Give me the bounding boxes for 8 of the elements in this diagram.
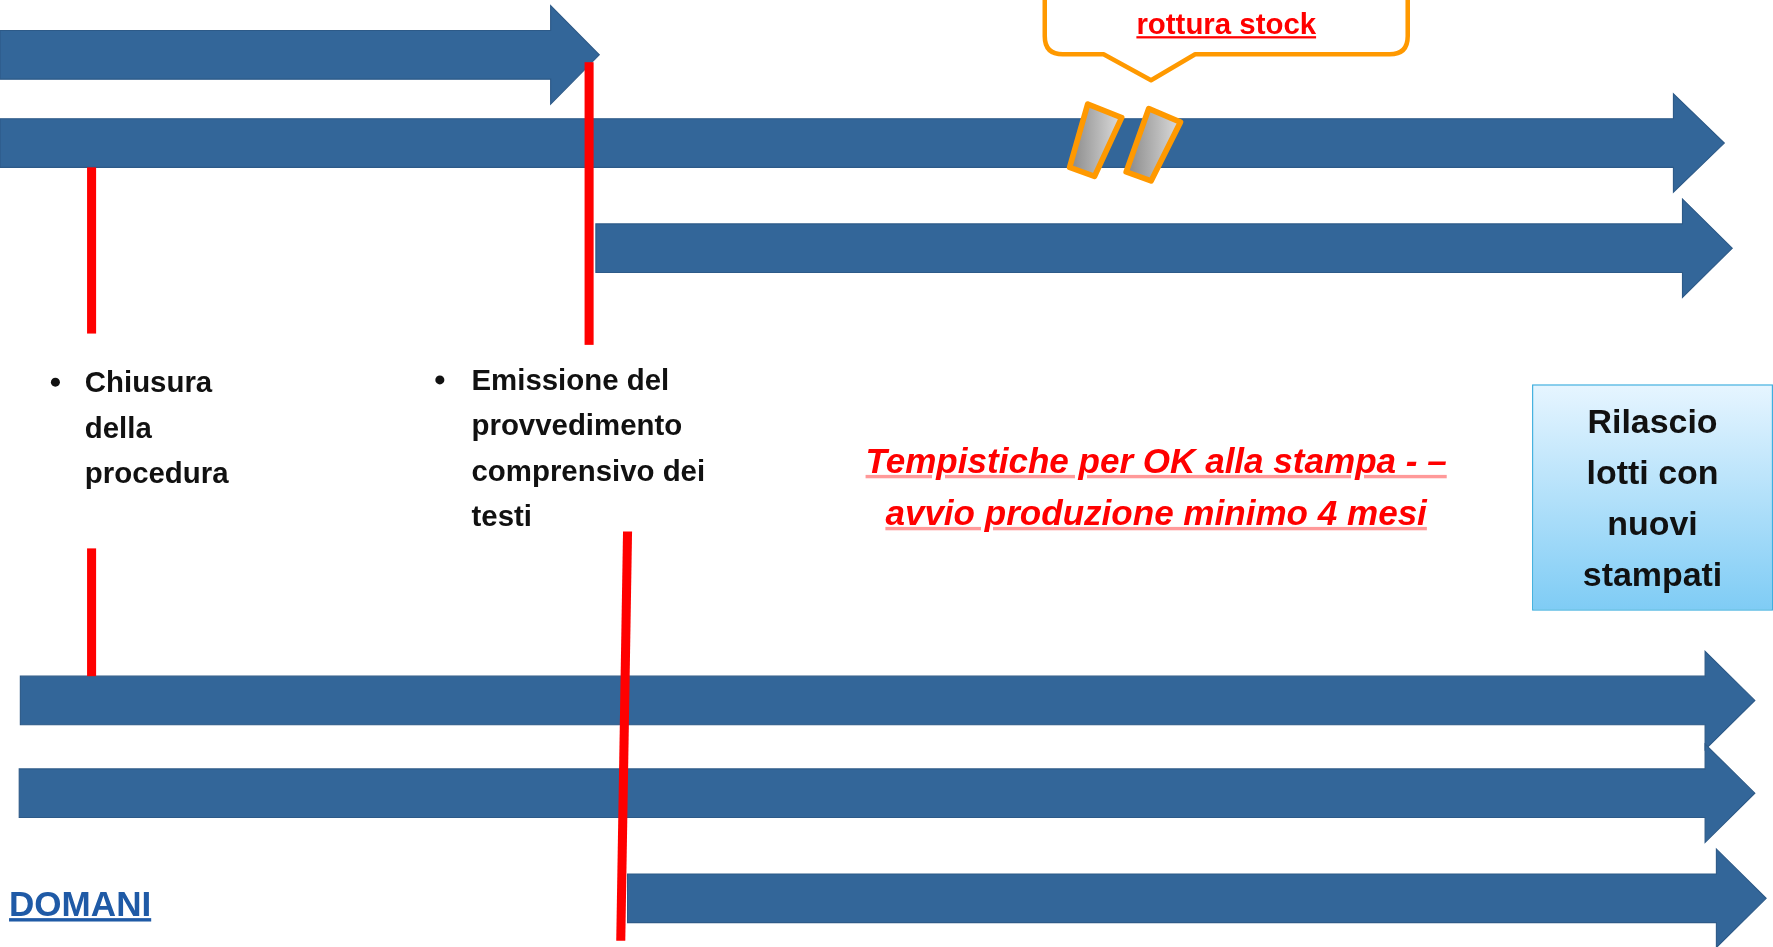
timing-note: Tempistiche per OK alla stampa - – avvio produzione minimo 4 mesi [864,439,1448,535]
bullet-text: Emissione del provvedimento comprensivo dei testi [471,361,707,535]
callout-text: rottura stock [1136,6,1317,42]
release-box [1532,384,1773,611]
box-text: Rilascio lotti con nuovi stampati [1581,401,1724,595]
section-title: DOMANI [9,884,152,925]
speech-callout [1044,0,1408,84]
bullet-text: Chiusura della procedura [84,364,230,492]
